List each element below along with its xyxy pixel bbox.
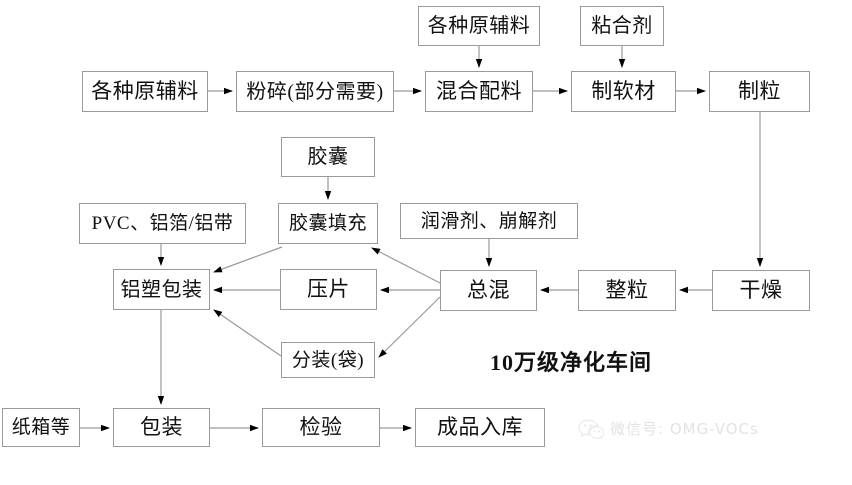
node-label: 粉碎(部分需要): [246, 80, 384, 103]
connector-capfill-to-alupack: [213, 246, 283, 273]
watermark-text: 微信号: OMG-VOCs: [610, 420, 759, 438]
node-label: 压片: [307, 277, 350, 301]
connector-bagging-to-alupack: [213, 309, 282, 357]
process-node-binder[interactable]: 粘合剂: [580, 6, 664, 46]
connector-totalmix-to-capfill: [371, 247, 441, 284]
node-label: 胶囊填充: [288, 213, 367, 234]
process-node-granule[interactable]: 制粒: [709, 71, 810, 112]
process-node-bagging[interactable]: 分装(袋): [281, 342, 375, 378]
node-label: 成品入库: [437, 415, 523, 439]
process-node-mix[interactable]: 混合配料: [425, 71, 533, 112]
node-label: 各种原辅料: [91, 79, 199, 103]
clean-room-zone-label: 10万级净化车间: [490, 350, 653, 375]
node-label: 分装(袋): [291, 349, 365, 371]
node-label: 包装: [140, 415, 183, 439]
process-node-packing[interactable]: 包装: [113, 408, 210, 447]
node-label: 胶囊: [307, 146, 349, 168]
process-node-inspect[interactable]: 检验: [262, 408, 380, 447]
process-node-soft[interactable]: 制软材: [571, 71, 676, 112]
watermark: 微信号: OMG-VOCs: [578, 418, 759, 439]
node-label: 粘合剂: [591, 15, 653, 37]
node-label: 总混: [467, 278, 510, 302]
process-node-carton[interactable]: 纸箱等: [2, 408, 80, 447]
process-node-capsule[interactable]: 胶囊: [281, 137, 375, 177]
process-node-alupack[interactable]: 铝塑包装: [113, 269, 210, 310]
process-node-warehouse[interactable]: 成品入库: [415, 408, 545, 447]
node-label: 干燥: [739, 278, 783, 302]
process-node-lubricant[interactable]: 润滑剂、崩解剂: [400, 203, 578, 239]
node-label: 润滑剂、崩解剂: [420, 210, 558, 232]
process-node-raw2[interactable]: 各种原辅料: [418, 6, 540, 46]
node-label: 混合配料: [436, 79, 522, 103]
process-node-crush[interactable]: 粉碎(部分需要): [236, 71, 394, 112]
process-node-totalmix[interactable]: 总混: [440, 270, 537, 311]
node-label: 整粒: [605, 278, 649, 302]
process-node-capfill[interactable]: 胶囊填充: [278, 203, 378, 244]
wechat-logo-icon: [578, 419, 604, 439]
node-label: 铝塑包装: [120, 278, 203, 301]
node-label: PVC、铝箔/铝带: [91, 213, 234, 234]
process-node-tablet[interactable]: 压片: [280, 269, 377, 310]
node-label: 各种原辅料: [427, 15, 531, 37]
node-label: 制软材: [591, 79, 656, 103]
process-node-drying[interactable]: 干燥: [712, 270, 810, 311]
node-label: 纸箱等: [11, 417, 71, 438]
node-label: 检验: [299, 415, 343, 439]
connector-totalmix-to-bagging: [378, 296, 441, 358]
process-node-raw1[interactable]: 各种原辅料: [82, 71, 208, 112]
process-node-sizing[interactable]: 整粒: [578, 270, 676, 311]
process-node-pvc[interactable]: PVC、铝箔/铝带: [79, 203, 246, 244]
node-label: 制粒: [738, 79, 781, 103]
